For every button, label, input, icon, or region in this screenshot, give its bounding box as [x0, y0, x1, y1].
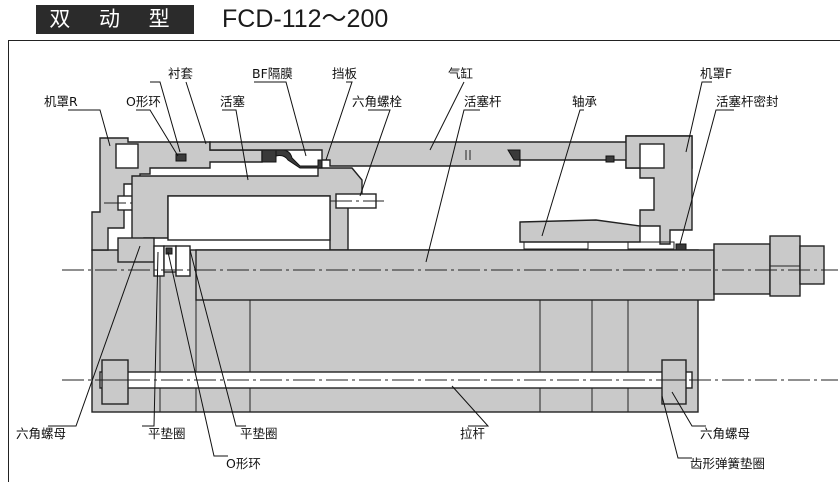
label-piston-rod: 活塞杆	[464, 94, 502, 109]
leader-lines	[48, 81, 734, 459]
label-bearing: 轴承	[572, 94, 598, 109]
label-hex-bolt: 六角螺栓	[352, 94, 403, 109]
label-o-ring-bottom: O形环	[226, 456, 261, 471]
rod-end	[713, 243, 771, 295]
bearing-housing	[519, 219, 641, 243]
label-lining: 衬套	[168, 66, 194, 81]
label-cylinder-tube: 气缸	[448, 66, 473, 81]
label-o-ring-top: O形环	[126, 94, 161, 109]
hex-nut-left	[101, 359, 129, 405]
rod-seal	[675, 243, 687, 251]
label-tie-rod: 拉杆	[460, 426, 486, 441]
o-ring-top	[175, 153, 187, 162]
hex-nut-right	[661, 359, 687, 405]
o-ring-bottom	[165, 247, 173, 255]
piston-rod	[195, 249, 715, 301]
label-flat-washer-1: 平垫圈	[148, 426, 186, 441]
model-title: FCD-112～200	[222, 5, 389, 33]
flat-washer-1	[153, 245, 165, 277]
label-tooth-lock-washer: 齿形弹簧垫圈	[690, 456, 765, 471]
label-cover-r: 机罩R	[44, 94, 78, 109]
header-badge: 双 动 型	[36, 5, 194, 34]
label-bf-diaphragm: BF隔膜	[252, 66, 293, 81]
label-stopper: 挡板	[332, 66, 358, 81]
label-hex-nut-left: 六角螺母	[16, 426, 66, 441]
bearing	[523, 241, 589, 250]
label-flat-washer-2: 平垫圈	[240, 426, 278, 441]
label-cover-f: 机罩F	[700, 66, 732, 81]
label-hex-nut-right: 六角螺母	[700, 426, 750, 441]
label-piston: 活塞	[220, 94, 246, 109]
flat-washer-2	[175, 245, 191, 277]
diagram-frame	[8, 40, 840, 482]
hex-nut-top-left	[117, 237, 155, 263]
label-rod-seal: 活塞杆密封	[716, 94, 779, 109]
